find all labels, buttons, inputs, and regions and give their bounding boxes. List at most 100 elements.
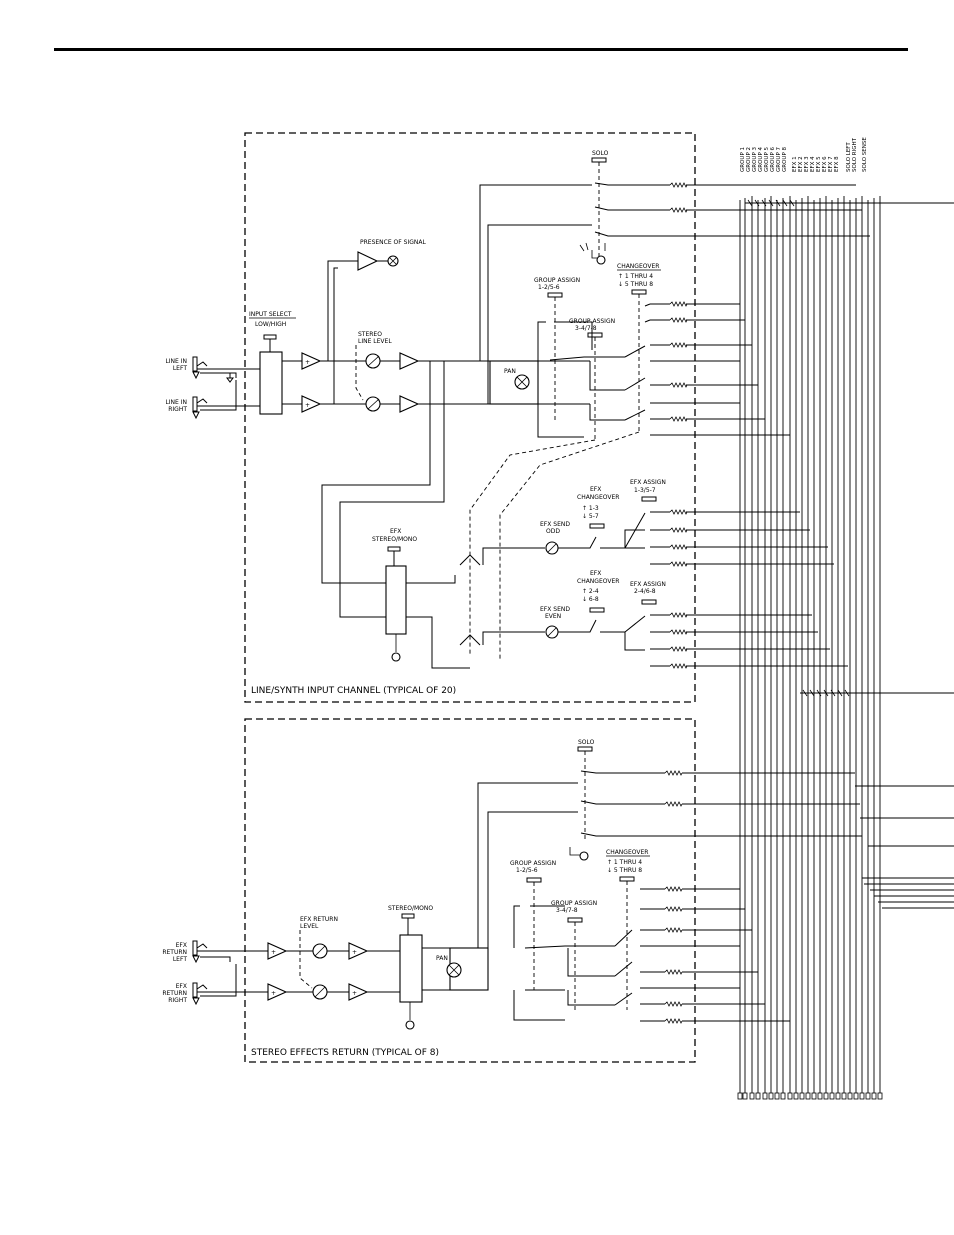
svg-text:+: + [352,949,357,956]
bus-terminal [742,1092,748,1100]
solo-led [596,255,606,265]
bus-label: GROUP 2 [746,147,752,172]
changeover-label: CHANGEOVER [617,263,659,270]
efx-changeover-a-down: ↓ 5-7 [582,513,599,520]
efx-send-odd-label-2: ODD [546,528,560,535]
resistor [664,927,683,933]
bus-terminal [762,1092,768,1100]
efx-changeover-a-label-1: EFX [590,486,601,493]
efx-changeover-b-up: ↑ 2-4 [582,588,599,595]
return-group-assign-a-label: GROUP ASSIGN [510,860,556,867]
efx-changeover-b-label-1: EFX [590,570,601,577]
bus-label: GROUP 1 [740,147,746,172]
efx-assign-a-sub: 1-3/5-7 [634,487,656,494]
effects-return-frame [244,718,696,1063]
bus-terminal [859,1092,865,1100]
resistor [669,317,688,323]
top-rule [54,48,908,51]
bus-terminal [841,1092,847,1100]
effects-return-block: STEREO EFFECTS RETURN (TYPICAL OF 8) EFX… [162,718,862,1063]
bus-label: EFX 6 [822,156,828,172]
changeover-up: ↑ 1 THRU 4 [618,273,653,280]
bus-label: EFX 5 [816,156,822,172]
pan-label: PAN [504,368,516,375]
svg-text:+: + [305,402,310,409]
bus-terminal [799,1092,805,1100]
line-in-right-jack: LINE IN RIGHT [165,372,260,420]
line-in-left-jack: LINE IN LEFT [165,356,260,383]
bus-label: GROUP 7 [776,146,782,172]
resistor [669,342,688,348]
bus-terminal [768,1092,774,1100]
resistor [669,182,688,188]
bus-terminal [877,1092,883,1100]
resistor [669,646,688,652]
return-stereo-mono-switch [399,934,423,1003]
input-select-sub-label: LOW/HIGH [255,321,286,328]
effects-return-caption: STEREO EFFECTS RETURN (TYPICAL OF 8) [251,1048,439,1058]
bus-terminal [793,1092,799,1100]
bus-terminal [829,1092,835,1100]
return-group-assign-b-sub: 3-4/7-8 [556,907,578,914]
line-amp-right [399,395,420,413]
bus-label: GROUP 4 [758,146,764,172]
efx-send-odd-label-1: EFX SEND [540,521,570,528]
bus-label: GROUP 5 [764,146,770,172]
svg-text:+: + [352,990,357,997]
resistor [669,301,688,307]
bus-label: EFX 4 [810,156,816,172]
input-amp-right [301,395,322,413]
return-pan-label: PAN [436,955,448,962]
return-solo-led [579,851,589,861]
resistors [664,182,688,1024]
bus-label: GROUP 6 [770,146,776,172]
bus-terminal [835,1092,841,1100]
stereo-mono-label: STEREO/MONO [388,905,433,912]
line-amp-left [399,352,420,370]
efx-return-level-label-1: EFX RETURN [300,916,338,923]
resistor [669,544,688,550]
efx-changeover-a-label-2: CHANGEOVER [577,494,619,501]
return-solo-label: SOLO [578,739,595,746]
bus-terminal [811,1092,817,1100]
efx-assign-b-label: EFX ASSIGN [630,581,666,588]
presence-of-signal-label: PRESENCE OF SIGNAL [360,239,426,246]
resistor [669,561,688,567]
efx-return-right-label-2: RETURN [162,990,187,997]
efx-changeover-b-label-2: CHANGEOVER [577,578,619,585]
efx-stereo-mono-led [391,652,401,662]
resistor [664,1018,683,1024]
efx-stereo-mono-switch [385,565,407,635]
line-in-left-label-1: LINE IN [165,358,187,365]
efx-assign-a-label: EFX ASSIGN [630,479,666,486]
input-channel-frame [244,132,696,703]
resistor [669,612,688,618]
bus-terminal [780,1092,786,1100]
bus-label: EFX 1 [792,156,798,172]
return-changeover-up: ↑ 1 THRU 4 [607,859,642,866]
svg-text:+: + [271,990,276,997]
bus-terminal [871,1092,877,1100]
efx-changeover-a-up: ↑ 1-3 [582,505,599,512]
resistor [669,527,688,533]
bus-terminal [737,1092,743,1100]
line-in-left-label-2: LEFT [173,365,187,372]
bus-label: EFX 8 [834,156,840,172]
return-line-amp-right [348,983,369,1001]
line-in-right-label-1: LINE IN [165,399,187,406]
bus-label: EFX 3 [804,156,810,172]
bus-terminal [774,1092,780,1100]
efx-send-even-label-2: EVEN [545,613,561,620]
bus-label: EFX 7 [828,156,834,172]
return-group-assign-a-sub: 1-2/5-6 [516,867,538,874]
input-channel-block: LINE/SYNTH INPUT CHANNEL (TYPICAL OF 20)… [165,132,870,703]
stereo-line-level-label-2: LINE LEVEL [358,338,392,345]
group-assign-b-sub: 3-4/7-8 [575,325,597,332]
resistor [669,509,688,515]
efx-return-right-label-1: EFX [176,983,187,990]
resistor [669,416,688,422]
return-amp-left [267,942,288,960]
input-select-label: INPUT SELECT [249,311,292,318]
changeover-down: ↓ 5 THRU 8 [618,281,653,288]
bus-label: EFX 2 [798,156,804,172]
